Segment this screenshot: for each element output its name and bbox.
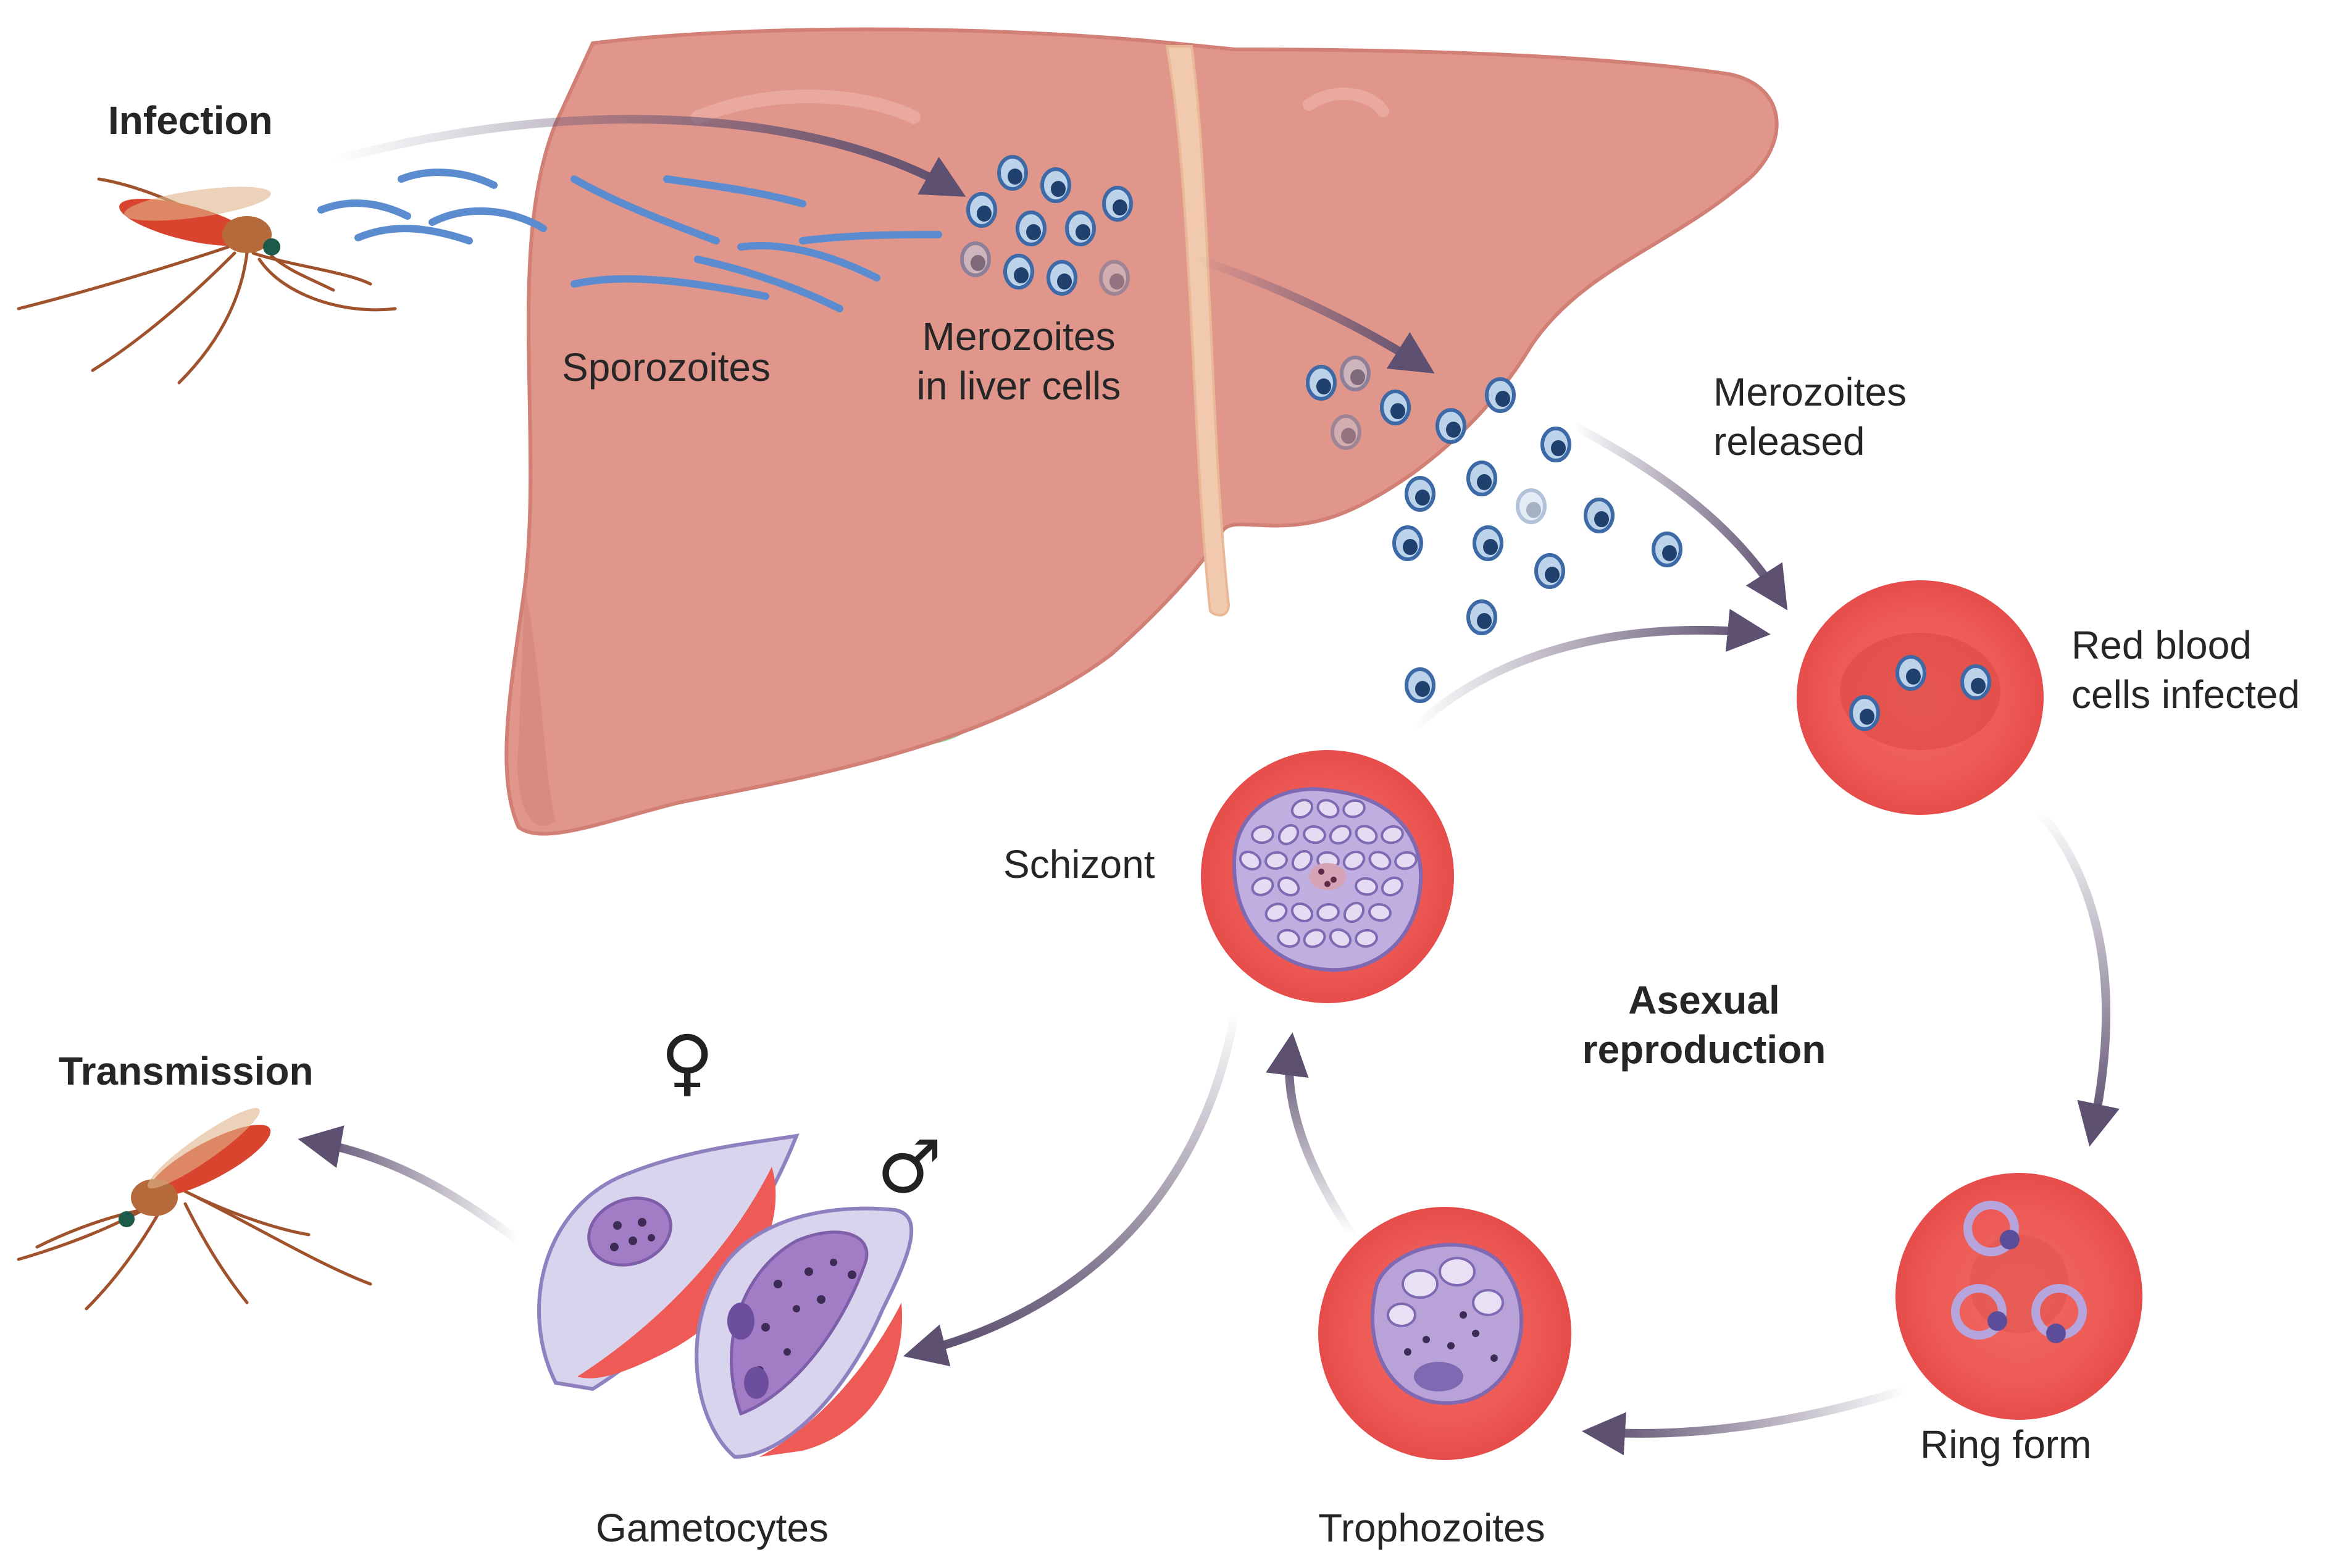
schizont-merozoite — [1342, 850, 1366, 871]
label-rbc-infected-line1: Red blood — [2071, 623, 2252, 667]
arrow-ring-to-trophozoites — [1582, 1385, 1912, 1456]
schizont-merozoite — [1264, 851, 1288, 870]
liver — [504, 27, 1779, 836]
schizont-merozoite — [1329, 928, 1352, 949]
sporozoites — [317, 169, 942, 312]
schizont-merozoite — [1251, 877, 1274, 896]
label-sporozoites: Sporozoites — [562, 345, 771, 390]
schizont-merozoite — [1291, 849, 1313, 872]
male-gametocyte — [695, 1206, 914, 1459]
schizont-merozoite — [1277, 824, 1300, 846]
label-schizont: Schizont — [1003, 842, 1155, 886]
schizont-merozoite — [1355, 877, 1378, 896]
liver-highlight — [691, 90, 921, 124]
schizont-merozoite — [1355, 825, 1378, 844]
label-merozoites-liver-line1: Merozoites — [922, 314, 1116, 359]
arrow-schizont-to-gametocytes — [903, 1008, 1239, 1367]
infected-red-blood-cell — [1797, 580, 2044, 815]
schizont-merozoite — [1316, 903, 1340, 922]
trophozoite-cell — [1318, 1207, 1571, 1460]
cycle-arrows — [298, 115, 2120, 1456]
schizont-merozoite — [1264, 903, 1288, 922]
arrow-rbc-to-ring — [2033, 804, 2120, 1147]
mosquito-infection-body — [119, 186, 280, 256]
schizont-merozoite — [1329, 824, 1352, 845]
arrow-schizont-to-rbc — [1410, 609, 1771, 733]
schizont-merozoite — [1277, 928, 1300, 948]
schizont-merozoite — [1381, 876, 1404, 897]
arrow-gametocytes-to-transmission — [298, 1125, 523, 1245]
schizont-merozoite — [1290, 902, 1314, 923]
arrow-liver-to-release — [1193, 255, 1435, 374]
label-infection: Infection — [108, 98, 273, 143]
female-symbol-icon: ♀ — [661, 1019, 714, 1104]
label-ring-form: Ring form — [1920, 1422, 2092, 1467]
schizont-merozoite — [1303, 928, 1326, 948]
liver-highlight-2 — [1303, 87, 1389, 117]
label-asexual-line2: reproduction — [1582, 1027, 1826, 1072]
schizont-merozoite — [1303, 825, 1326, 844]
label-gametocytes: Gametocytes — [596, 1506, 829, 1550]
schizont-merozoite — [1394, 851, 1418, 870]
schizont-merozoite — [1355, 928, 1378, 948]
schizont-merozoite — [1368, 903, 1392, 922]
falciform-ligament — [1165, 45, 1231, 617]
label-transmission: Transmission — [59, 1049, 314, 1093]
label-asexual-reproduction: Asexual reproduction — [1556, 975, 1852, 1074]
schizont-merozoite — [1316, 799, 1340, 819]
label-merozoites-released-line2: released — [1713, 419, 1865, 464]
label-merozoites-liver-line2: in liver cells — [916, 364, 1121, 408]
schizont-merozoite — [1277, 876, 1300, 897]
schizont-merozoite — [1239, 850, 1262, 871]
label-trophozoites: Trophozoites — [1318, 1506, 1545, 1550]
male-symbol-icon: ♂ — [877, 1124, 942, 1209]
label-merozoites-liver: Merozoites in liver cells — [901, 312, 1136, 411]
schizont-merozoite — [1368, 851, 1392, 870]
ring-form-cell — [1895, 1173, 2142, 1420]
label-merozoites-released-line1: Merozoites — [1713, 370, 1907, 414]
mosquito-transmission-body — [119, 1107, 271, 1227]
mosquito-transmission — [17, 1190, 372, 1311]
schizont-merozoite — [1251, 825, 1274, 844]
label-merozoites-released: Merozoites released — [1713, 367, 1907, 466]
arrow-trophozoites-to-schizont — [1266, 1032, 1356, 1239]
label-rbc-infected: Red blood cells infected — [2071, 620, 2300, 719]
label-rbc-infected-line2: cells infected — [2071, 672, 2300, 717]
female-gametocyte — [537, 1133, 800, 1391]
schizont-merozoite — [1290, 798, 1314, 819]
arrow-infection-to-liver — [329, 115, 966, 197]
label-asexual-line1: Asexual — [1628, 978, 1780, 1022]
schizont-cell — [1201, 750, 1454, 1003]
schizont-merozoite — [1381, 825, 1404, 844]
schizont-merozoite — [1343, 901, 1365, 924]
schizont-merozoites — [1239, 798, 1418, 949]
schizont-merozoite — [1342, 799, 1366, 819]
liver-shade — [517, 586, 556, 826]
arrow-merozoites-to-rbc — [1570, 422, 1788, 611]
